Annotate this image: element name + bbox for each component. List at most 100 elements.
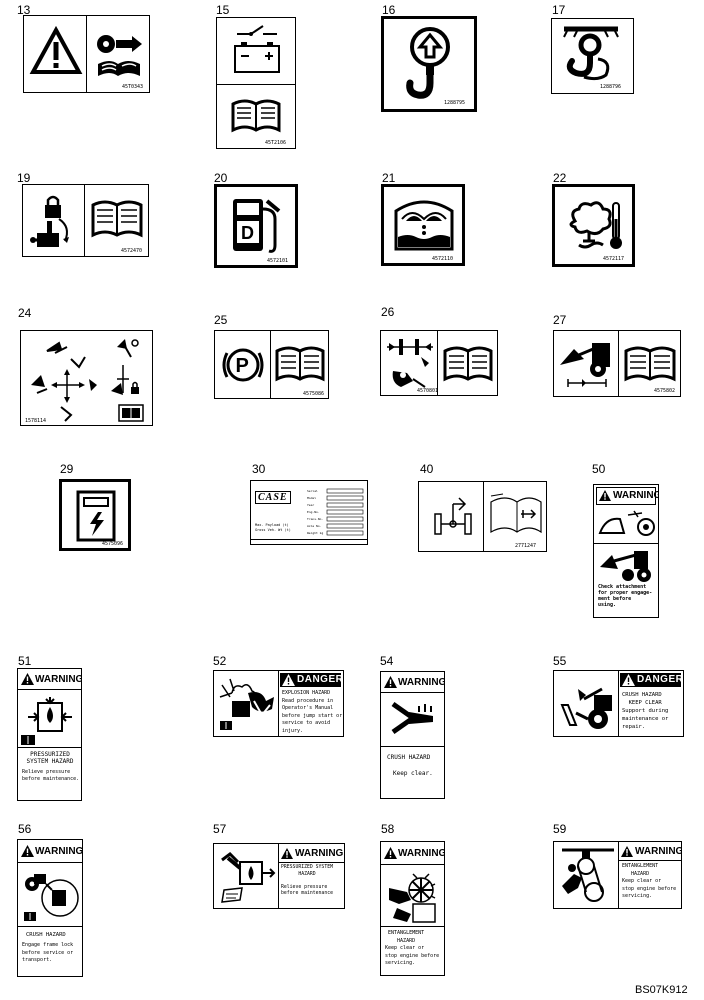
warning-header: WARNING: [398, 848, 445, 859]
parking-brake-icon: P: [222, 348, 264, 382]
manual-book-icon: [490, 493, 542, 534]
crush-hazard-icon: [391, 701, 433, 735]
part-code: 4572101: [267, 258, 289, 264]
hazard-instruction: PRESSURIZED SYSTEM HAZARD Relieve pressu…: [281, 865, 333, 896]
label-20: 20: [214, 171, 228, 185]
danger-header: DANGER: [637, 674, 684, 685]
part-code: 1578114: [25, 418, 47, 424]
decal-17: 1288796: [551, 18, 634, 94]
decal-54: WARNING CRUSH HAZARD Keep clear.: [380, 671, 445, 799]
attachment-icon: [598, 510, 655, 536]
label-19: 19: [17, 171, 31, 185]
label-21: 21: [382, 171, 396, 185]
part-code: 4572117: [603, 256, 625, 262]
hazard-instruction: CRUSH HAZARD KEEP CLEAR Support during m…: [622, 692, 669, 730]
label-27: 27: [553, 313, 567, 327]
part-code: 1288796: [600, 84, 622, 90]
hazard-instruction: ENTANGLEMENT HAZARD Keep clear or stop e…: [385, 930, 440, 966]
decal-13: 45T0343: [23, 15, 150, 93]
part-code: 4575086: [303, 391, 325, 397]
decal-19: 4572470: [22, 184, 149, 257]
warning-triangle-icon: [599, 490, 611, 501]
hazard-instruction: Keep clear.: [393, 770, 433, 777]
manual-book-icon: [624, 346, 676, 382]
battery-switch-icon: [234, 25, 280, 73]
spec-row-label: Weight kg: [307, 531, 324, 535]
decal-21: 4572110: [381, 184, 465, 266]
belt-entanglement-icon: [562, 848, 614, 902]
part-code: 4570801: [417, 388, 439, 394]
brand-logo: CASE: [255, 491, 291, 504]
part-code: 45T0343: [122, 84, 144, 90]
label-57: 57: [213, 822, 227, 836]
label-40: 40: [420, 462, 434, 476]
danger-triangle-icon: [282, 674, 295, 686]
hazard-instruction: Relieve pressure before maintenance.: [22, 769, 80, 782]
warning-triangle-icon: [21, 673, 34, 685]
spec-row-label: Model: [307, 496, 317, 500]
label-54: 54: [380, 654, 394, 668]
decal-55: DANGER CRUSH HAZARD KEEP CLEAR Support d…: [553, 670, 684, 737]
danger-triangle-icon: [622, 674, 635, 686]
label-16: 16: [382, 3, 396, 17]
label-17: 17: [552, 3, 566, 17]
fan-entanglement-icon: [389, 873, 436, 923]
label-15: 15: [216, 3, 230, 17]
manual-read-icon: [97, 35, 142, 76]
washer-fluid-icon: [394, 200, 454, 251]
hydraulic-pressure-icon: [221, 852, 276, 903]
spec-left-2: Gross Veh. Wt (t): [255, 528, 291, 532]
warning-header: WARNING: [635, 846, 682, 857]
decal-52: DANGER EXPLOSION HAZARD Read procedure i…: [213, 670, 344, 737]
hazard-instruction: EXPLOSION HAZARD Read procedure in Opera…: [282, 690, 343, 734]
spec-left-1: Max. Payload (t): [255, 523, 289, 527]
electrical-box-icon: [76, 490, 116, 542]
tie-down-hook-icon: [563, 26, 619, 81]
hazard-title: CRUSH HAZARD: [26, 932, 66, 938]
decal-56: WARNING CRUSH HAZARD Engage frame lock b…: [17, 839, 83, 977]
decal-40: 2771247: [418, 481, 547, 552]
loader-attachment-icon: [600, 551, 651, 582]
warning-header: WARNING: [35, 846, 83, 857]
loader-arm-icon: [560, 343, 610, 387]
decal-26: 4570801: [380, 330, 498, 396]
lock-lever-icon: [30, 195, 69, 247]
label-29: 29: [60, 462, 74, 476]
decal-27: 4575802: [553, 330, 681, 397]
decal-20: D 4572101: [214, 184, 298, 268]
part-code: 1288795: [444, 100, 466, 106]
warning-triangle-icon: [281, 848, 293, 859]
label-25: 25: [214, 313, 228, 327]
spec-row-label: Year: [307, 503, 315, 507]
diesel-fuel-pump-icon: D: [233, 199, 281, 253]
decal-24: 1578114: [20, 330, 153, 426]
danger-header: DANGER: [297, 674, 344, 685]
decal-51: WARNING PRESSURIZED SYSTEM HAZARD Reliev…: [17, 668, 82, 801]
label-22: 22: [553, 171, 567, 185]
manual-book-icon: [231, 99, 281, 133]
lift-hook-arrow-icon: [406, 27, 450, 99]
axle-diagram-icon: [434, 497, 472, 535]
decal-15: 45T2106: [216, 17, 296, 149]
part-code: 4575096: [102, 541, 124, 547]
pressurized-cylinder-icon: [28, 697, 72, 732]
part-code: 4572110: [432, 256, 454, 262]
battery-explosion-icon: [219, 678, 274, 730]
warning-header: WARNING: [613, 490, 659, 501]
figure-code: BS07K912: [635, 984, 688, 996]
manual-book-icon: [91, 200, 143, 238]
hazard-title: CRUSH HAZARD: [387, 754, 431, 761]
warning-header: WARNING: [398, 677, 445, 688]
spec-row-label: Eng.No.: [307, 510, 320, 514]
decal-57: WARNING PRESSURIZED SYSTEM HAZARD Reliev…: [213, 843, 345, 909]
decal-22: 4572117: [552, 184, 635, 267]
svg-text:D: D: [241, 223, 254, 243]
manual-book-icon: [443, 346, 493, 382]
warning-triangle-icon: [29, 25, 83, 74]
belt-guard-icon: [387, 339, 433, 388]
label-58: 58: [381, 822, 395, 836]
warning-triangle-icon: [621, 846, 633, 857]
spec-fields: [326, 488, 364, 536]
hazard-instruction: ENTANGLEMENT HAZARD Keep clear or stop e…: [622, 863, 677, 899]
